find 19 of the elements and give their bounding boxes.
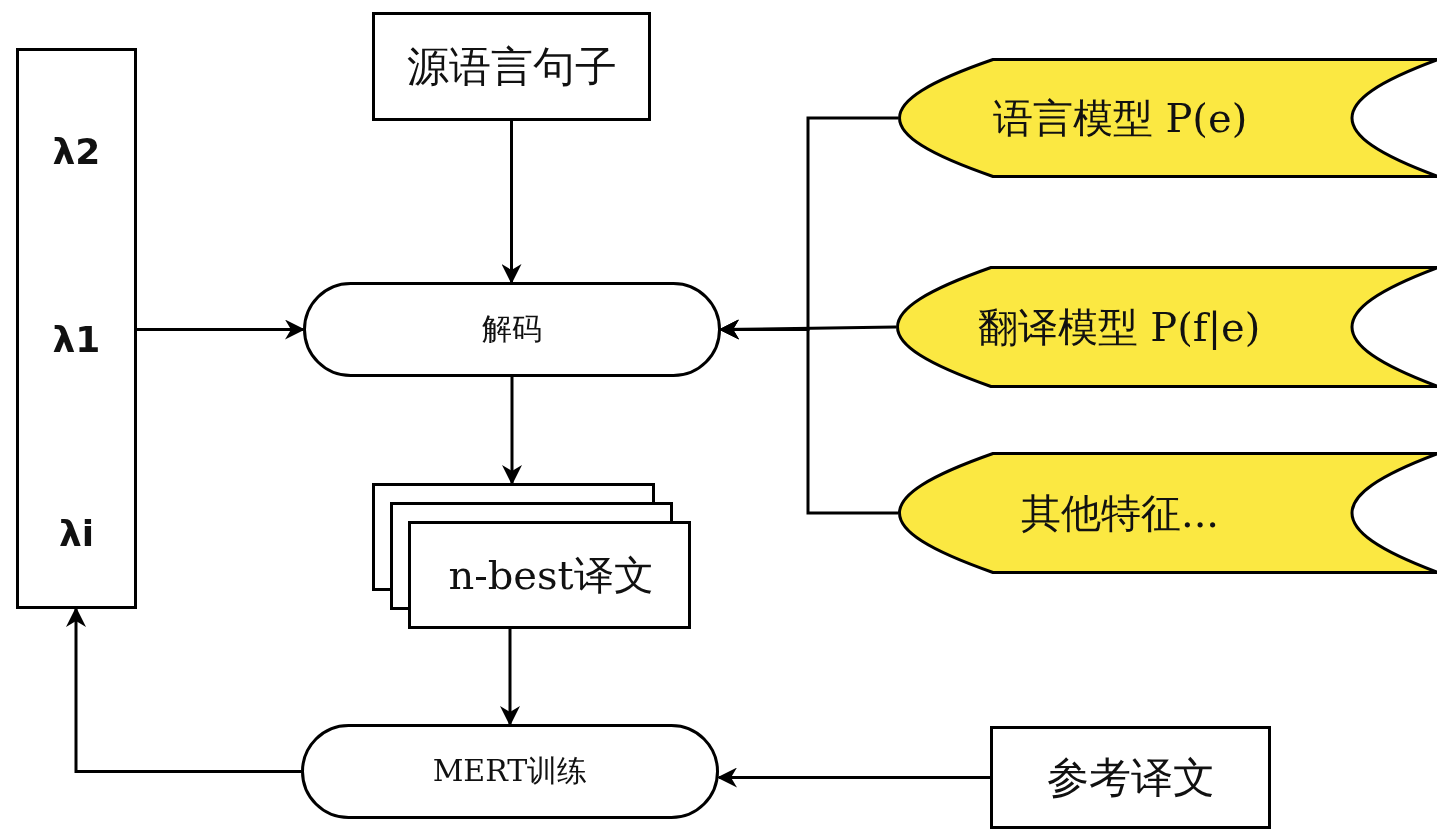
arrow [66, 607, 301, 773]
process-terminal: MERT训练 [301, 724, 719, 819]
document-label: n-best译文 [447, 551, 655, 599]
weight-column-box [16, 48, 137, 609]
arrow [717, 767, 990, 788]
input-box: 源语言句子 [372, 12, 651, 121]
arrow [502, 377, 522, 485]
weight-label: λ2 [51, 131, 102, 172]
arrow [500, 629, 520, 726]
model-banner: 语言模型 P(e) [898, 58, 1437, 178]
input-box: 参考译文 [990, 726, 1271, 829]
arrow [137, 319, 305, 340]
weight-label: λ1 [51, 319, 102, 360]
model-banner: 翻译模型 P(f|e) [896, 266, 1437, 388]
process-terminal: 解码 [303, 282, 721, 377]
weight-label: λi [57, 513, 96, 554]
model-banner: 其他特征... [898, 452, 1437, 574]
arrow [501, 121, 522, 284]
arrow [719, 319, 898, 515]
